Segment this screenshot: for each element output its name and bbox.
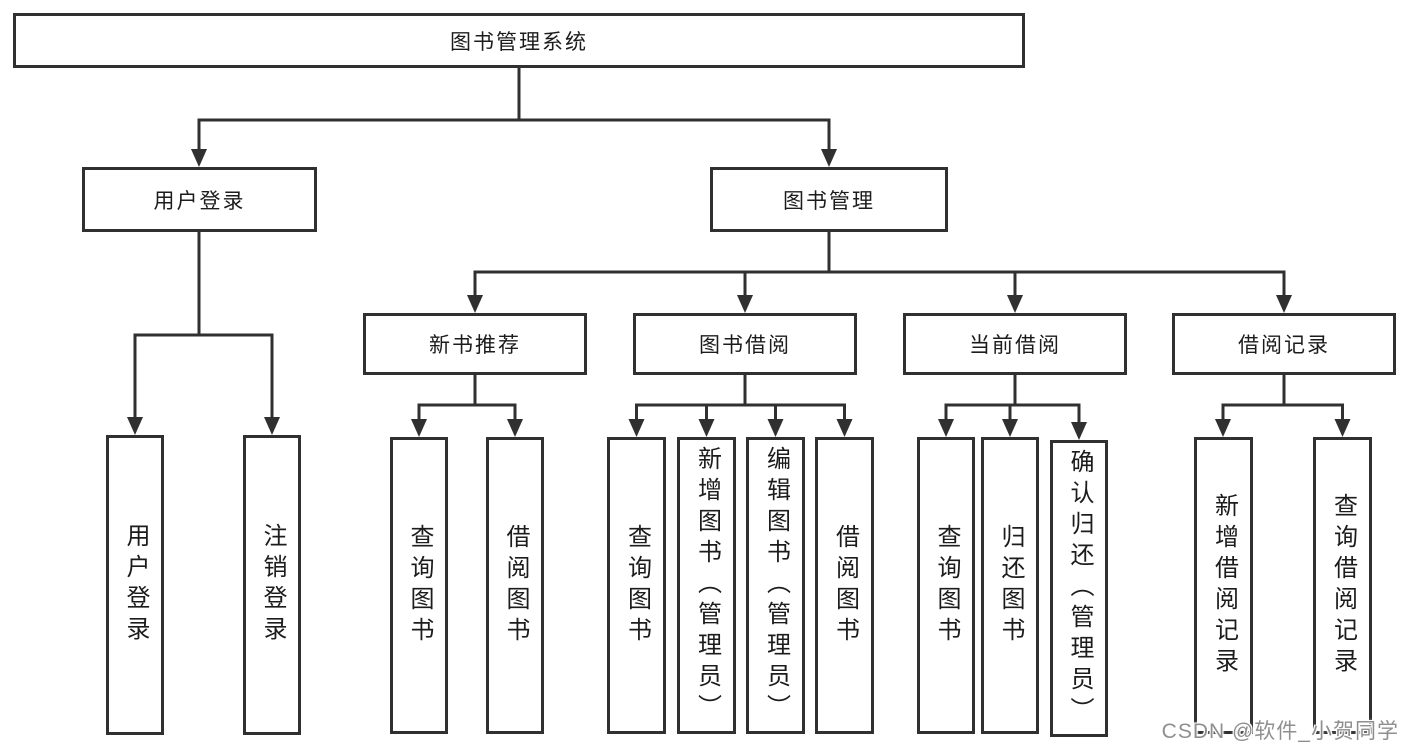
node-root-label: 图书管理系统 [450, 30, 588, 54]
node-book-management: 图书管理 [710, 167, 948, 232]
arrowhead-down [467, 295, 483, 313]
leaf-logout-label: 注销登录 [259, 523, 286, 647]
arrowhead-down [127, 417, 143, 435]
connector-current-borrowing-to-leaves [944, 375, 1081, 425]
node-new-book-recommend-label: 新书推荐 [429, 334, 521, 357]
leaf-borrow-books-borrowing: 借阅图书 [815, 437, 874, 734]
leaf-return-book-label: 归还图书 [997, 523, 1024, 648]
arrowhead-down [698, 419, 715, 437]
connector-user-login-to-leaves [133, 232, 274, 420]
leaf-user-login-label: 用户登录 [122, 523, 149, 647]
leaf-query-books-recommend: 查询图书 [390, 437, 448, 734]
arrowhead-down [1276, 295, 1292, 313]
arrowhead-down [191, 149, 207, 167]
arrowhead-down [507, 419, 523, 437]
connector-root-to-branches [197, 68, 831, 152]
arrowhead-down [411, 419, 427, 437]
leaf-query-borrow-record-label: 查询借阅记录 [1329, 492, 1357, 679]
arrowhead-down [836, 419, 853, 437]
leaf-query-books-current: 查询图书 [917, 437, 975, 734]
connector-new-book-recommend-to-leaves [417, 375, 517, 422]
leaf-confirm-return-admin-label: 确认归还（管理员） [1066, 449, 1093, 728]
arrowhead-down [628, 419, 645, 437]
arrowhead-down [1071, 422, 1087, 440]
leaf-query-books-borrowing: 查询图书 [607, 437, 666, 734]
leaf-query-books-borrowing-label: 查询图书 [623, 523, 651, 648]
connector-borrowing-records-to-leaves [1221, 375, 1344, 422]
node-root: 图书管理系统 [13, 13, 1025, 68]
arrowhead-down [1334, 419, 1351, 437]
leaf-add-borrow-record-label: 新增借阅记录 [1210, 492, 1238, 679]
node-user-login: 用户登录 [82, 167, 317, 232]
leaf-borrow-books-borrowing-label: 借阅图书 [831, 523, 859, 648]
node-user-login-label: 用户登录 [153, 189, 246, 213]
arrowhead-down [767, 419, 784, 437]
node-current-borrowing-label: 当前借阅 [969, 334, 1061, 357]
connector-book-management-to-groups [473, 232, 1286, 298]
arrowhead-down [737, 295, 753, 313]
arrowhead-down [1002, 419, 1018, 437]
node-book-borrowing: 图书借阅 [633, 313, 857, 375]
arrowhead-down [821, 149, 837, 167]
leaf-user-login: 用户登录 [106, 435, 164, 735]
arrowhead-down [1007, 295, 1023, 313]
leaf-add-book-admin-label: 新增图书（管理员） [693, 446, 721, 725]
leaf-return-book: 归还图书 [981, 437, 1039, 734]
watermark-text: CSDN @软件_小贺同学 [1161, 720, 1399, 743]
leaf-edit-book-admin-label: 编辑图书（管理员） [762, 446, 790, 725]
arrowhead-down [1215, 419, 1231, 437]
leaf-logout: 注销登录 [243, 435, 301, 735]
node-book-borrowing-label: 图书借阅 [699, 334, 791, 357]
arrowhead-down [264, 417, 280, 435]
arrowhead-down [938, 419, 954, 437]
leaf-add-book-admin: 新增图书（管理员） [677, 437, 736, 734]
node-borrowing-records-label: 借阅记录 [1238, 334, 1330, 357]
leaf-borrow-books-recommend: 借阅图书 [486, 437, 544, 734]
node-book-management-label: 图书管理 [783, 189, 875, 213]
leaf-edit-book-admin: 编辑图书（管理员） [746, 437, 805, 734]
leaf-add-borrow-record: 新增借阅记录 [1194, 437, 1253, 734]
leaf-query-borrow-record: 查询借阅记录 [1313, 437, 1372, 734]
node-new-book-recommend: 新书推荐 [363, 313, 587, 375]
node-borrowing-records: 借阅记录 [1172, 313, 1396, 375]
connector-book-borrowing-to-leaves [635, 375, 846, 422]
leaf-query-books-current-label: 查询图书 [933, 523, 960, 648]
leaf-borrow-books-recommend-label: 借阅图书 [502, 523, 529, 648]
leaf-query-books-recommend-label: 查询图书 [406, 523, 433, 648]
leaf-confirm-return-admin: 确认归还（管理员） [1050, 440, 1108, 737]
node-current-borrowing: 当前借阅 [903, 313, 1127, 375]
